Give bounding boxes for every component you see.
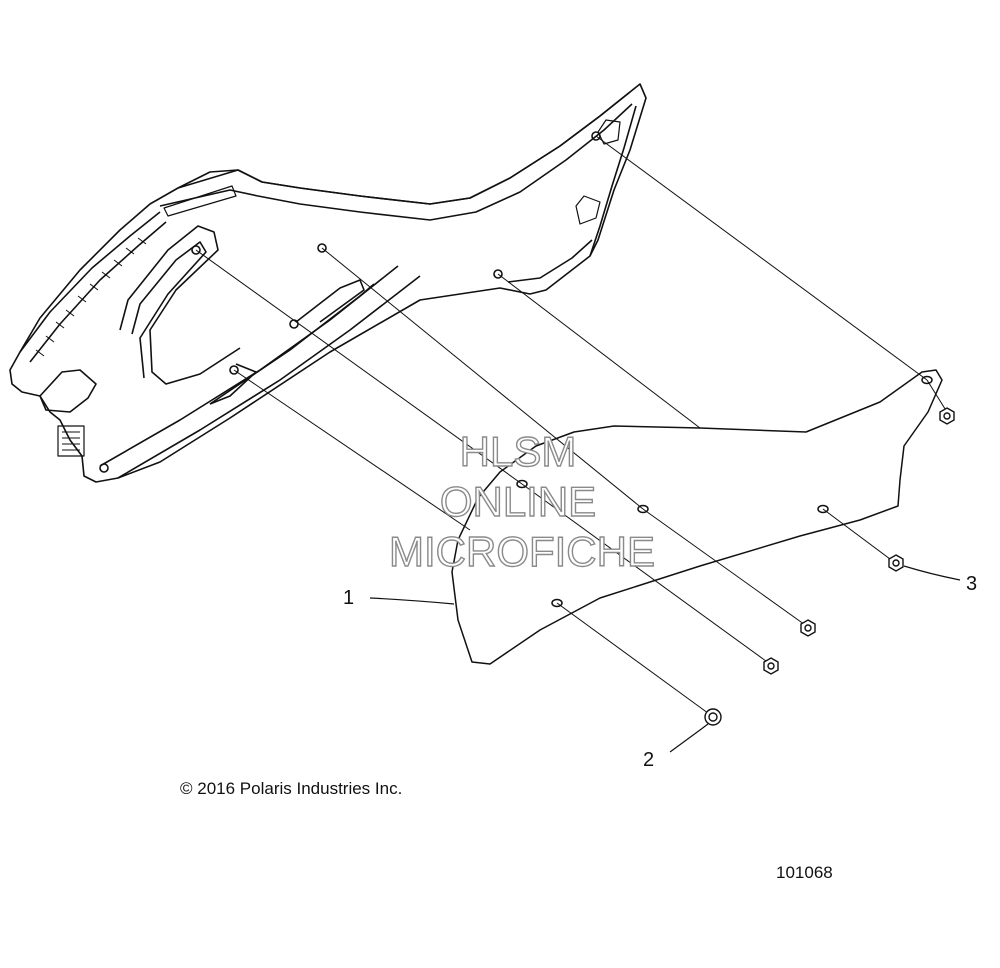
watermark-line2: ONLINE	[440, 478, 596, 525]
body-panel	[9, 83, 647, 483]
callout-leader-2	[669, 723, 709, 753]
callout-2: 2	[643, 749, 654, 771]
nut-left	[763, 657, 779, 675]
callout-leader-1	[369, 597, 455, 605]
figure-number: 101068	[776, 863, 833, 882]
fasteners	[704, 407, 955, 726]
callout-leader-3	[903, 565, 961, 581]
watermark-line1: HLSM	[460, 428, 577, 475]
callout-3: 3	[966, 573, 977, 595]
nut-2	[704, 708, 722, 726]
callout-leaders	[369, 565, 961, 753]
nut-3-top	[939, 407, 955, 425]
nut-center	[800, 619, 816, 637]
watermark-line3: MICROFICHE	[389, 528, 655, 575]
alignment-lines	[195, 135, 948, 717]
nut-3	[888, 554, 904, 572]
copyright-text: © 2016 Polaris Industries Inc.	[180, 779, 403, 798]
decal-plate	[451, 369, 943, 665]
callout-1: 1	[343, 587, 354, 609]
